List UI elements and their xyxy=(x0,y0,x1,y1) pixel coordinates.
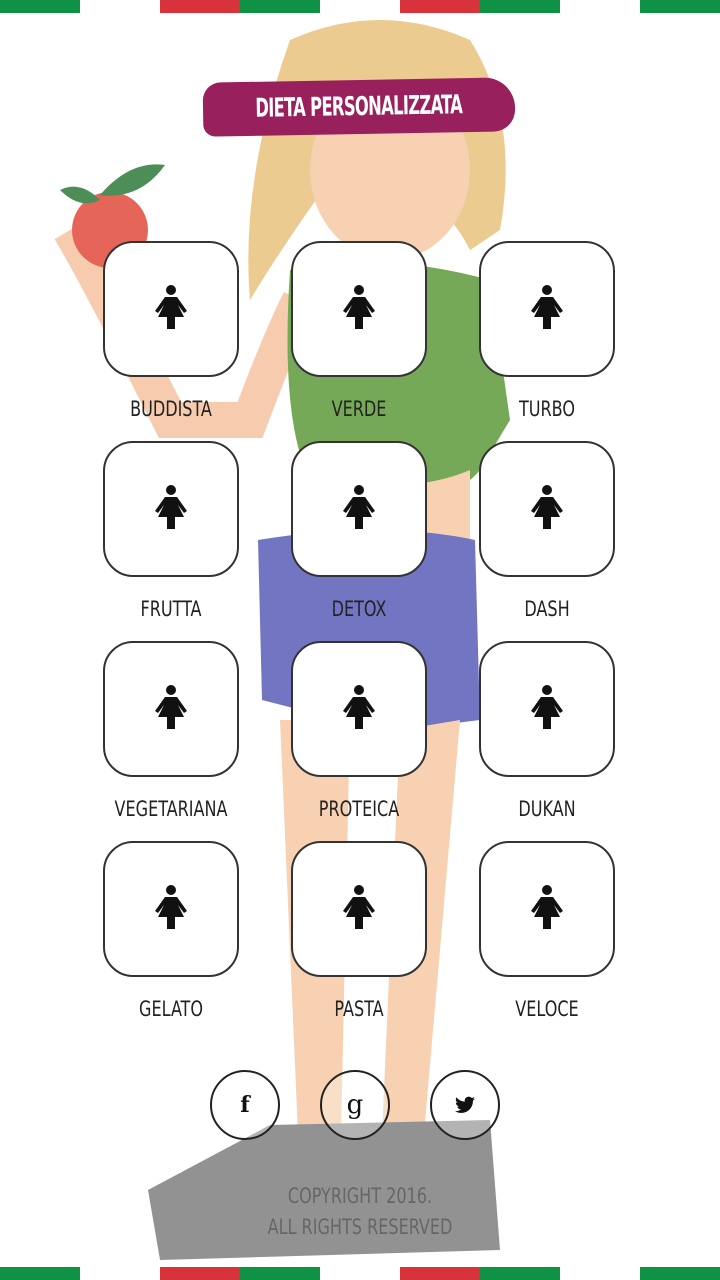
female-icon xyxy=(530,285,564,333)
female-icon xyxy=(530,485,564,533)
diet-button[interactable] xyxy=(103,841,239,977)
female-icon xyxy=(342,885,376,933)
google-icon: g xyxy=(346,1090,364,1120)
facebook-icon: f xyxy=(240,1092,250,1118)
page-title: DIETA PERSONALIZZATA xyxy=(202,77,516,137)
female-icon xyxy=(154,685,188,733)
diet-tile-frutta[interactable]: FRUTTA xyxy=(103,441,239,621)
female-icon xyxy=(530,685,564,733)
female-icon xyxy=(154,885,188,933)
flag-stripe-bottom xyxy=(0,1267,720,1280)
female-icon xyxy=(342,285,376,333)
female-icon xyxy=(342,685,376,733)
diet-button[interactable] xyxy=(479,441,615,577)
facebook-button[interactable]: f xyxy=(210,1070,280,1140)
twitter-button[interactable] xyxy=(430,1070,500,1140)
diet-label[interactable]: DUKAN xyxy=(518,797,576,821)
twitter-icon xyxy=(455,1096,475,1113)
diet-button[interactable] xyxy=(479,241,615,377)
diet-tile-proteica[interactable]: PROTEICA xyxy=(291,641,427,821)
diet-label[interactable]: PASTA xyxy=(334,997,384,1021)
female-icon xyxy=(530,885,564,933)
diet-label[interactable]: VELOCE xyxy=(515,997,579,1021)
diet-tile-veloce[interactable]: VELOCE xyxy=(479,841,615,1021)
diet-label[interactable]: DETOX xyxy=(331,597,387,621)
google-button[interactable]: g xyxy=(320,1070,390,1140)
diet-label[interactable]: DASH xyxy=(524,597,570,621)
female-icon xyxy=(154,285,188,333)
diet-label[interactable]: PROTEICA xyxy=(318,797,400,821)
diet-tile-buddista[interactable]: BUDDISTA xyxy=(103,241,239,421)
copyright-line1: COPYRIGHT 2016. xyxy=(287,1184,433,1208)
diet-button[interactable] xyxy=(291,641,427,777)
diet-label[interactable]: TURBO xyxy=(518,397,576,421)
diet-button[interactable] xyxy=(291,241,427,377)
diet-label[interactable]: FRUTTA xyxy=(140,597,202,621)
copyright-line2: ALL RIGHTS RESERVED xyxy=(267,1215,453,1239)
diet-tile-vegetariana[interactable]: VEGETARIANA xyxy=(103,641,239,821)
diet-tile-detox[interactable]: DETOX xyxy=(291,441,427,621)
female-icon xyxy=(154,485,188,533)
diet-label[interactable]: VEGETARIANA xyxy=(114,797,228,821)
diet-button[interactable] xyxy=(479,841,615,977)
diet-tile-gelato[interactable]: GELATO xyxy=(103,841,239,1021)
diet-button[interactable] xyxy=(103,441,239,577)
diet-button[interactable] xyxy=(291,841,427,977)
diet-tile-turbo[interactable]: TURBO xyxy=(479,241,615,421)
diet-button[interactable] xyxy=(291,441,427,577)
diet-tile-pasta[interactable]: PASTA xyxy=(291,841,427,1021)
diet-button[interactable] xyxy=(479,641,615,777)
diet-tile-dukan[interactable]: DUKAN xyxy=(479,641,615,821)
diet-label[interactable]: BUDDISTA xyxy=(130,397,212,421)
female-icon xyxy=(342,485,376,533)
diet-label[interactable]: VERDE xyxy=(331,397,387,421)
diet-button[interactable] xyxy=(103,641,239,777)
diet-tile-verde[interactable]: VERDE xyxy=(291,241,427,421)
diet-button[interactable] xyxy=(103,241,239,377)
diet-tile-dash[interactable]: DASH xyxy=(479,441,615,621)
diet-label[interactable]: GELATO xyxy=(139,997,203,1021)
flag-stripe-top xyxy=(0,0,720,13)
